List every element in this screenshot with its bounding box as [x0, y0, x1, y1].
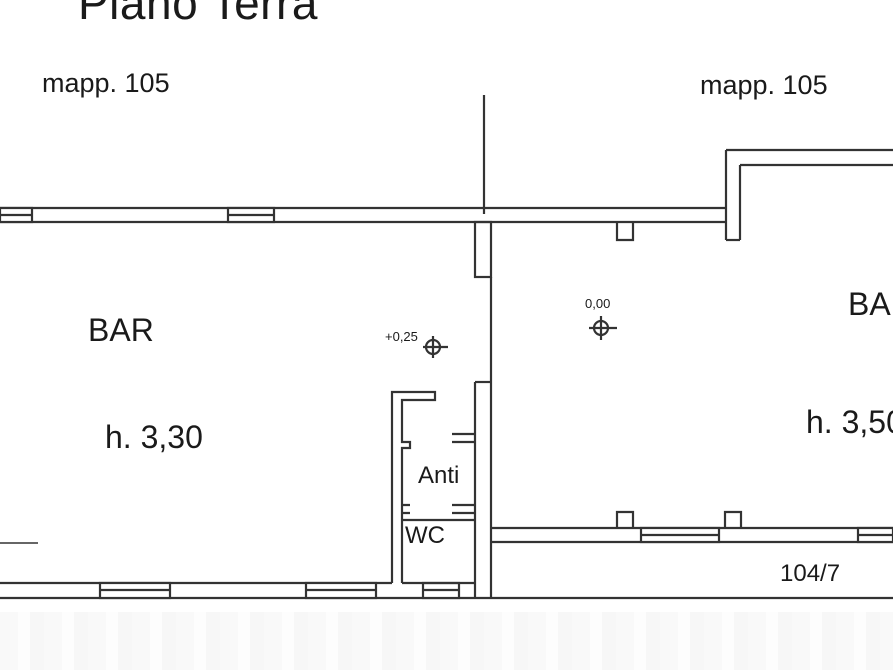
pier-bottom-1 — [615, 510, 635, 528]
anti-door — [452, 432, 475, 444]
level-left: +0,25 — [385, 329, 418, 344]
parcel-label-left: mapp. 105 — [42, 68, 170, 98]
parcel-number: 104/7 — [780, 560, 841, 587]
anti-label: Anti — [418, 462, 460, 489]
level-marker-left — [423, 336, 448, 358]
wc-door-left — [402, 503, 410, 515]
pier-bottom-2 — [723, 510, 743, 528]
divider-pillar — [473, 220, 493, 279]
wc-label: WC — [405, 522, 445, 549]
level-marker-right — [589, 316, 617, 340]
wc-wall-left — [390, 390, 437, 583]
room-height-right: h. 3,50 — [806, 404, 893, 440]
room-name-left: BAR — [88, 312, 154, 348]
room-height-left: h. 3,30 — [105, 419, 203, 455]
page-title: Piano Terra — [78, 0, 318, 29]
scan-artifact — [0, 612, 893, 670]
parcel-label-right: mapp. 105 — [700, 70, 828, 100]
pier-top — [615, 222, 635, 242]
level-right: 0,00 — [585, 296, 611, 311]
wc-partition — [402, 503, 475, 522]
room-name-right: BAR — [848, 286, 893, 322]
